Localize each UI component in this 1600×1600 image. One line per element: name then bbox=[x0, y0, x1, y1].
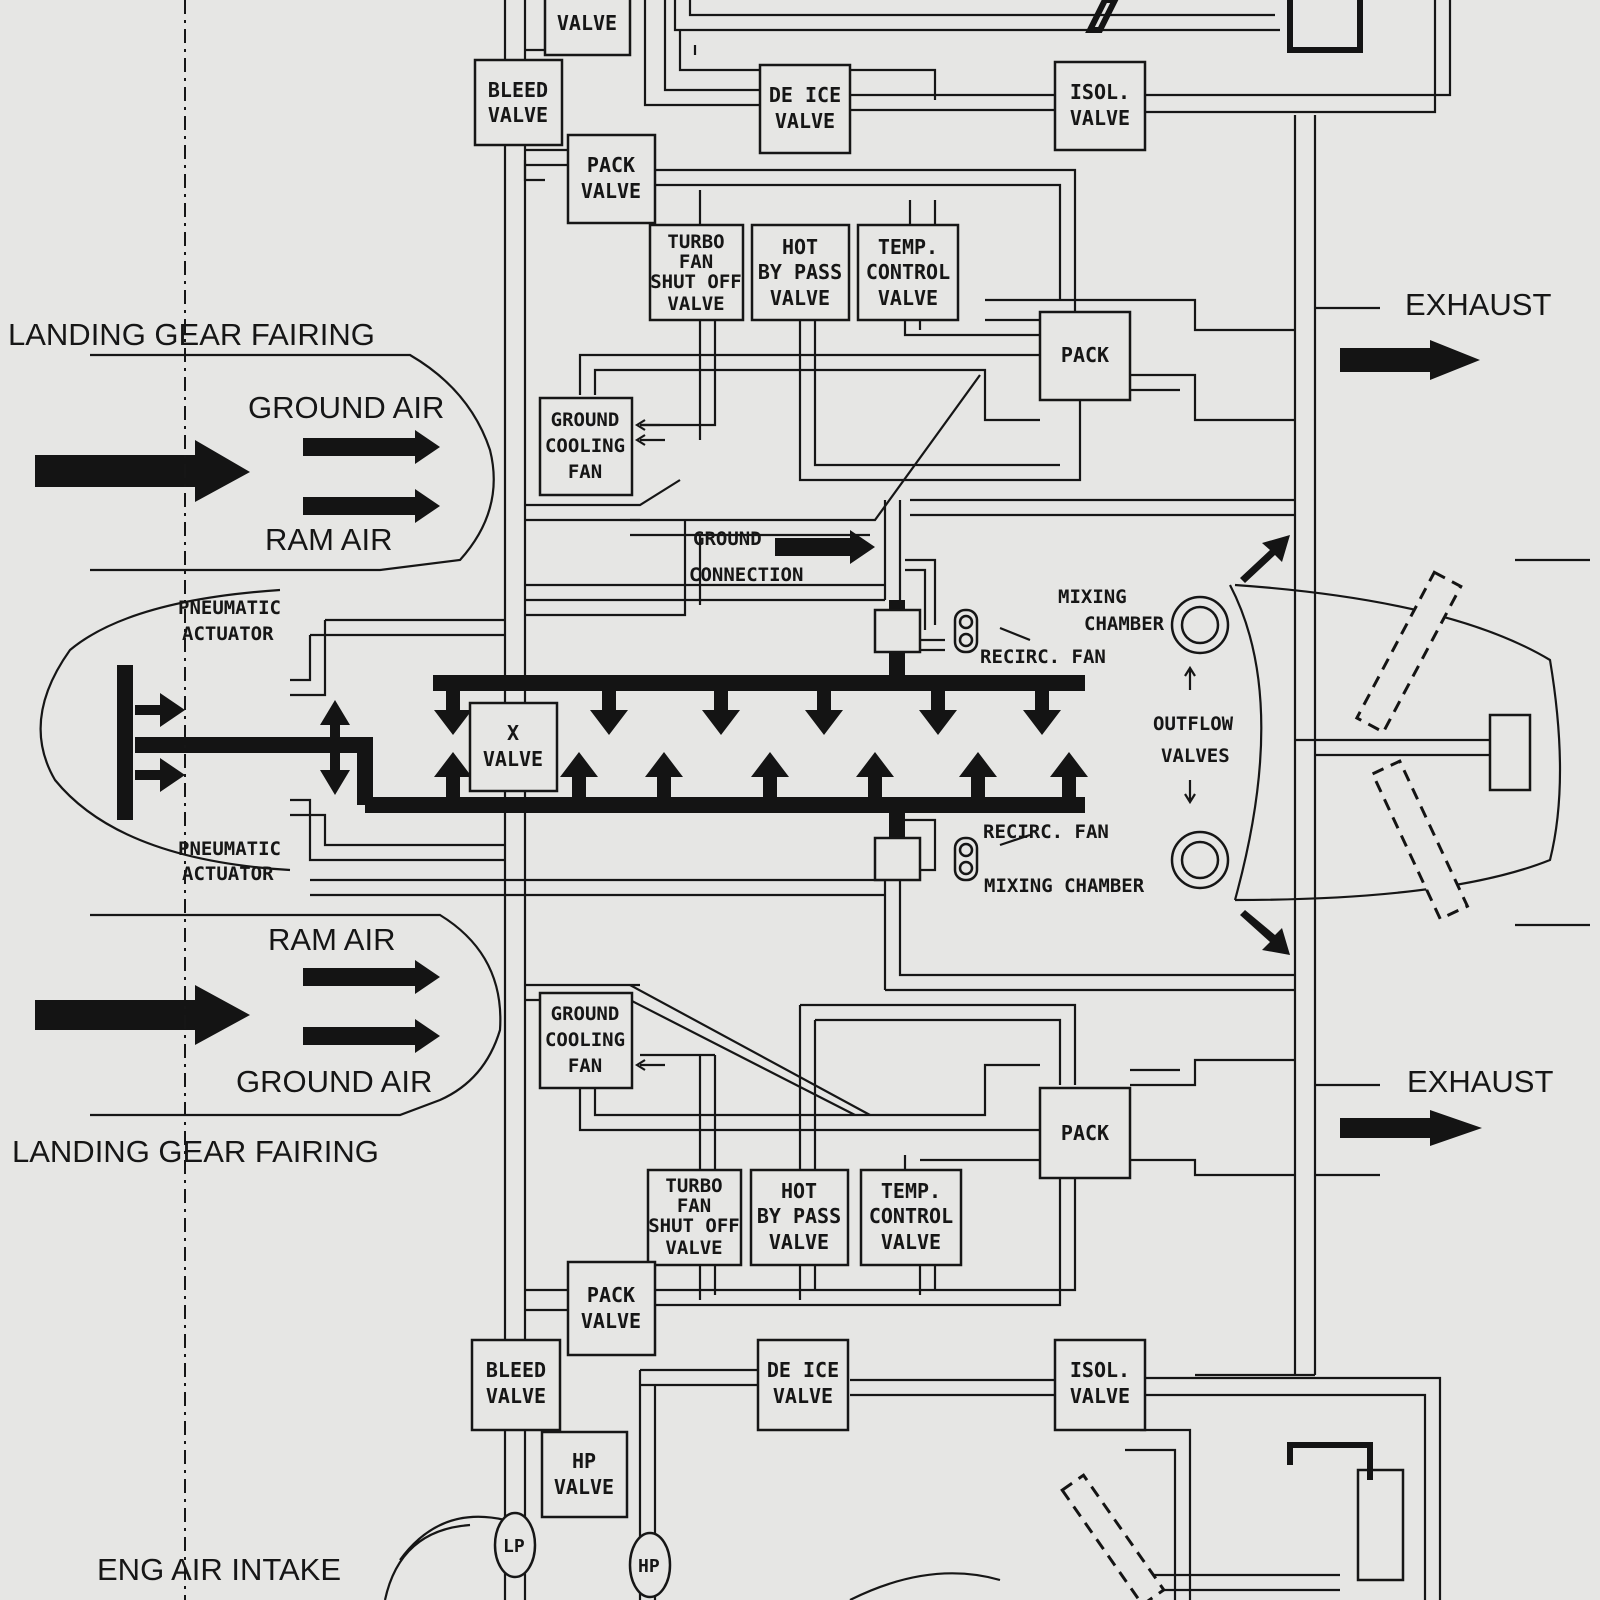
isol-valve-bottom[interactable] bbox=[1053, 1338, 1147, 1432]
svg-text:OUTFLOW: OUTFLOW bbox=[1153, 713, 1234, 735]
free-labels: LANDING GEAR FAIRING GROUND AIR RAM AIR … bbox=[8, 287, 1553, 1587]
recirc-junction-top bbox=[873, 608, 922, 654]
ram-air-top-label: RAM AIR bbox=[265, 522, 392, 557]
turbo-fan-shutoff-valve-bottom[interactable] bbox=[646, 1168, 743, 1267]
intake-arrow-bottom bbox=[35, 985, 250, 1045]
propeller-blade-top bbox=[1354, 570, 1463, 735]
de-ice-valve-top[interactable] bbox=[758, 63, 852, 155]
exhaust-top-label: EXHAUST bbox=[1405, 287, 1551, 322]
recirc-junction-bottom bbox=[873, 836, 922, 882]
ground-cooling-fan-bottom[interactable] bbox=[538, 991, 634, 1090]
svg-text:ACTUATOR: ACTUATOR bbox=[182, 623, 274, 645]
hub-box-right bbox=[1488, 713, 1532, 792]
ground-air-bottom-label: GROUND AIR bbox=[236, 1064, 432, 1099]
bleed-valve-top[interactable] bbox=[473, 58, 564, 147]
svg-text:VALVE: VALVE bbox=[557, 11, 617, 35]
svg-text:ISOL.VALVE: ISOL.VALVE bbox=[1070, 80, 1130, 130]
engine-pipe bbox=[1287, 1442, 1373, 1480]
top-blade bbox=[1085, 0, 1119, 33]
landing-gear-fairing-bottom-label: LANDING GEAR FAIRING bbox=[12, 1134, 379, 1169]
x-valve[interactable] bbox=[468, 701, 559, 793]
bleed-valve-bottom[interactable] bbox=[470, 1338, 562, 1432]
svg-text:PACK: PACK bbox=[1061, 1121, 1109, 1145]
pack-top[interactable] bbox=[1038, 310, 1132, 402]
pack-bottom[interactable] bbox=[1038, 1086, 1132, 1180]
ground-air-arrow-bottom bbox=[303, 1019, 440, 1053]
engine-blade bbox=[1060, 1473, 1166, 1600]
airflow-arrows bbox=[35, 340, 1482, 1146]
ram-air-arrow-top bbox=[303, 489, 440, 523]
ground-cooling-fan-top[interactable] bbox=[538, 396, 634, 497]
isol-valve-top[interactable] bbox=[1053, 60, 1147, 152]
ram-air-arrow-bottom bbox=[303, 960, 440, 994]
hp-engine-valve-icon bbox=[628, 1531, 672, 1599]
top-right-pipe bbox=[1287, 0, 1363, 53]
de-ice-valve-bottom[interactable] bbox=[756, 1338, 850, 1432]
svg-text:GROUND: GROUND bbox=[693, 528, 762, 550]
exhaust-arrow-top bbox=[1340, 340, 1480, 380]
landing-gear-fairing-top-label: LANDING GEAR FAIRING bbox=[8, 317, 375, 352]
outflow-arrow-top bbox=[1240, 535, 1290, 583]
temp-control-valve-top[interactable] bbox=[856, 223, 960, 322]
svg-text:MIXING: MIXING bbox=[1058, 586, 1127, 608]
outflow-arrow-bottom bbox=[1240, 910, 1290, 955]
svg-text:RECIRC. FAN: RECIRC. FAN bbox=[983, 821, 1109, 843]
exhaust-arrow-bottom bbox=[1340, 1110, 1482, 1146]
svg-text:PNEUMATIC: PNEUMATIC bbox=[178, 838, 281, 860]
ground-air-arrow-top bbox=[303, 430, 440, 464]
hot-bypass-valve-top[interactable] bbox=[750, 223, 851, 322]
exhaust-bottom-label: EXHAUST bbox=[1407, 1064, 1553, 1099]
ram-air-bottom-label: RAM AIR bbox=[268, 922, 395, 957]
ground-connection-arrow bbox=[775, 530, 875, 564]
svg-text:ISOL.VALVE: ISOL.VALVE bbox=[1070, 1358, 1130, 1408]
fans-and-valves bbox=[493, 0, 1532, 1600]
propeller-blade-bottom bbox=[1370, 759, 1470, 921]
lp-valve-icon bbox=[493, 1511, 537, 1579]
svg-text:PACK: PACK bbox=[1061, 343, 1109, 367]
engine-unit-box bbox=[1356, 1468, 1405, 1582]
eng-air-intake-label: ENG AIR INTAKE bbox=[97, 1552, 341, 1587]
svg-text:RECIRC. FAN: RECIRC. FAN bbox=[980, 646, 1106, 668]
turbo-fan-shutoff-valve-top[interactable] bbox=[648, 223, 745, 322]
ground-air-top-label: GROUND AIR bbox=[248, 390, 444, 425]
svg-text:LP: LP bbox=[503, 1536, 525, 1557]
svg-text:MIXING CHAMBER: MIXING CHAMBER bbox=[984, 875, 1145, 897]
piping bbox=[39, 0, 1590, 1600]
temp-control-valve-bottom[interactable] bbox=[859, 1168, 963, 1267]
hp-valve-top[interactable] bbox=[543, 0, 632, 57]
svg-text:CHAMBER: CHAMBER bbox=[1084, 613, 1165, 635]
hp-valve-bottom[interactable] bbox=[540, 1430, 629, 1519]
pack-valve-top[interactable] bbox=[566, 133, 657, 225]
svg-text:PNEUMATIC: PNEUMATIC bbox=[178, 597, 281, 619]
svg-text:ACTUATOR: ACTUATOR bbox=[182, 863, 274, 885]
svg-text:VALVES: VALVES bbox=[1161, 745, 1230, 767]
intake-arrow-top bbox=[35, 440, 250, 502]
svg-text:CONNECTION: CONNECTION bbox=[689, 564, 803, 586]
pack-valve-bottom[interactable] bbox=[566, 1260, 657, 1357]
svg-text:HP: HP bbox=[638, 1556, 660, 1577]
hot-bypass-valve-bottom[interactable] bbox=[749, 1168, 850, 1267]
